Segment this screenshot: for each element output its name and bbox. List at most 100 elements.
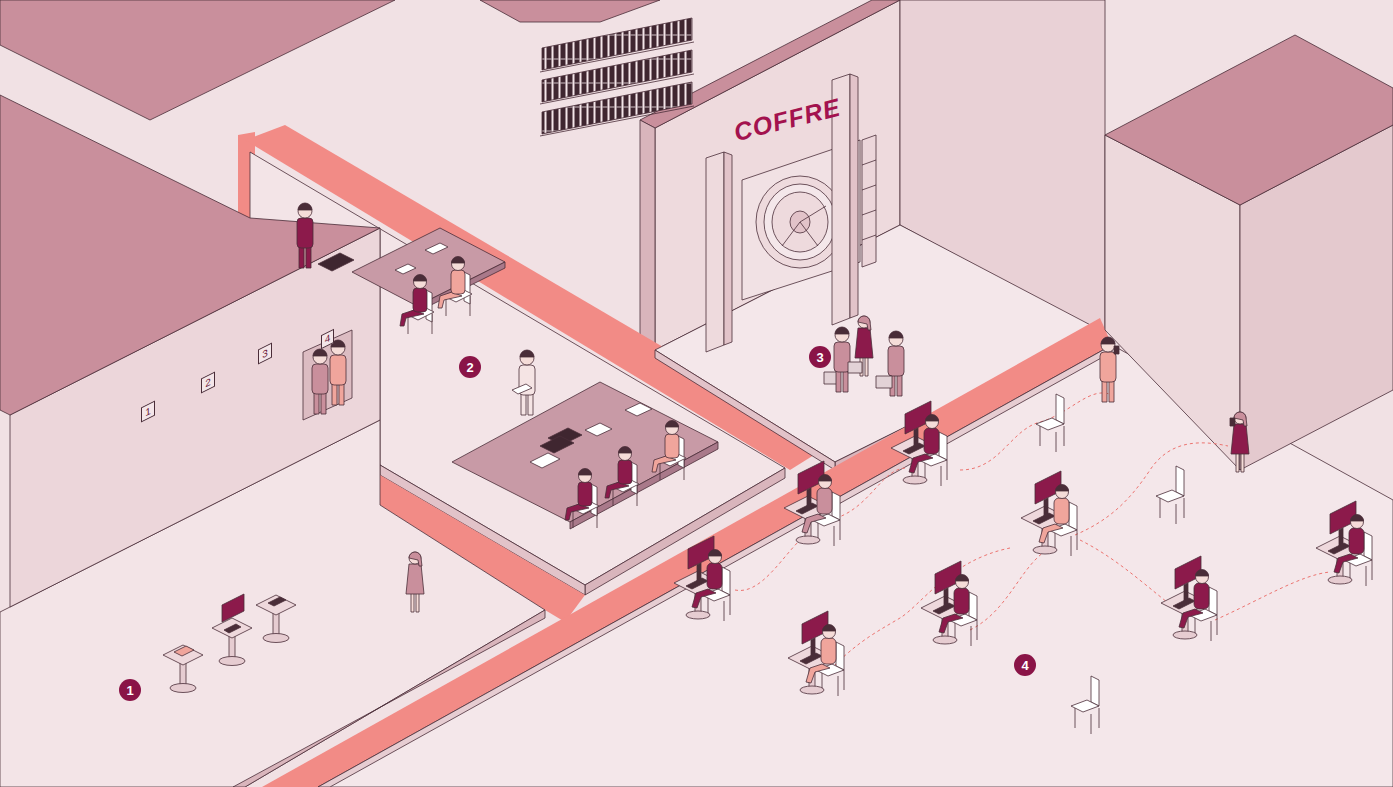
suitcase: [876, 376, 892, 388]
chair: [1071, 676, 1099, 734]
pillar: [832, 74, 850, 325]
money-stack: [540, 436, 574, 453]
callout-circle: 3: [809, 346, 831, 368]
shelf-board: [540, 42, 694, 72]
pillar-side: [724, 152, 732, 345]
vault-dial-ring: [772, 192, 828, 252]
callout-disc: [1014, 654, 1036, 676]
person: [330, 340, 346, 405]
elevator-door: [303, 330, 352, 420]
vault-hinge-bar: [862, 160, 876, 165]
vault-label: COFFRE: [731, 93, 844, 147]
person: [834, 327, 850, 392]
callout-circle: 1: [119, 679, 141, 701]
vault-hinge-bar: [862, 235, 876, 240]
vault-hinge-bar: [862, 185, 876, 190]
vault-dial-ring: [764, 184, 836, 260]
roof: [0, 0, 395, 120]
chair: [1156, 466, 1184, 524]
workstation: [788, 611, 844, 696]
callout-shape: [459, 356, 481, 378]
monitor: [222, 594, 244, 622]
shelf-board: [540, 106, 694, 136]
paper: [530, 453, 560, 468]
paper: [512, 384, 532, 394]
suitcase: [848, 362, 862, 373]
roof: [0, 95, 380, 415]
network-line: [1075, 443, 1228, 535]
pedestal-table: [256, 595, 296, 643]
floor-sign: 3: [258, 342, 272, 364]
workstation: [1316, 501, 1372, 586]
callout-circle: 2: [459, 356, 481, 378]
chair: [1036, 394, 1064, 452]
floor-sign: 4: [321, 329, 334, 350]
network-line: [735, 540, 800, 590]
keyboard: [224, 624, 241, 633]
node-text: 3: [262, 347, 268, 360]
network-line: [960, 393, 1112, 470]
pedestal-table: [212, 618, 252, 666]
node-text: 1: [126, 684, 133, 697]
node-text: 2: [466, 361, 473, 374]
node-text: 1: [145, 405, 151, 418]
callout-circle: 4: [1014, 654, 1036, 676]
person: [652, 421, 686, 481]
money-stack: [318, 253, 354, 271]
person: [438, 257, 472, 317]
paper: [625, 403, 652, 416]
network-line: [835, 548, 1010, 665]
workstation: [921, 561, 977, 646]
callout-shape: [1014, 654, 1036, 676]
roof: [480, 0, 660, 22]
person: [297, 203, 313, 268]
floor-sign: 2: [201, 371, 215, 393]
person: [400, 275, 434, 335]
paper: [395, 264, 416, 274]
floor-edge: [318, 345, 1112, 787]
wall-edge: [640, 120, 655, 358]
node-text: 3: [816, 351, 823, 364]
pedestal-table: [163, 645, 203, 693]
vault-handle: [800, 222, 818, 246]
workstation: [784, 461, 840, 546]
network-line: [970, 548, 1050, 630]
person: [406, 552, 424, 612]
person: [1231, 412, 1249, 472]
person: [312, 349, 328, 414]
person: [605, 447, 639, 507]
vault-handle: [782, 222, 800, 246]
device: [268, 597, 286, 606]
node-text: 4: [1021, 659, 1028, 672]
callout-disc: [809, 346, 831, 368]
network-line: [1215, 572, 1330, 620]
shelf-board: [540, 74, 694, 104]
network-line: [830, 468, 905, 520]
pillar: [706, 152, 724, 352]
vault-dial: [756, 176, 844, 268]
workstation: [1021, 471, 1077, 556]
workstation: [891, 401, 947, 486]
paper: [425, 243, 448, 254]
vault-hinge-bar: [862, 210, 876, 215]
floor-sign: 1: [141, 400, 155, 422]
phone: [1114, 346, 1119, 354]
workstation: [1161, 556, 1217, 641]
money-shelf: [542, 82, 692, 134]
callout-shape: [809, 346, 831, 368]
vault-hinge: [862, 135, 876, 267]
node-text: 2: [205, 376, 211, 389]
node-text: 4: [325, 333, 331, 346]
telephone: [174, 646, 194, 656]
person: [519, 350, 535, 415]
roof: [1105, 35, 1393, 205]
person: [565, 469, 599, 529]
callout-disc: [119, 679, 141, 701]
pillar-side: [850, 74, 858, 318]
